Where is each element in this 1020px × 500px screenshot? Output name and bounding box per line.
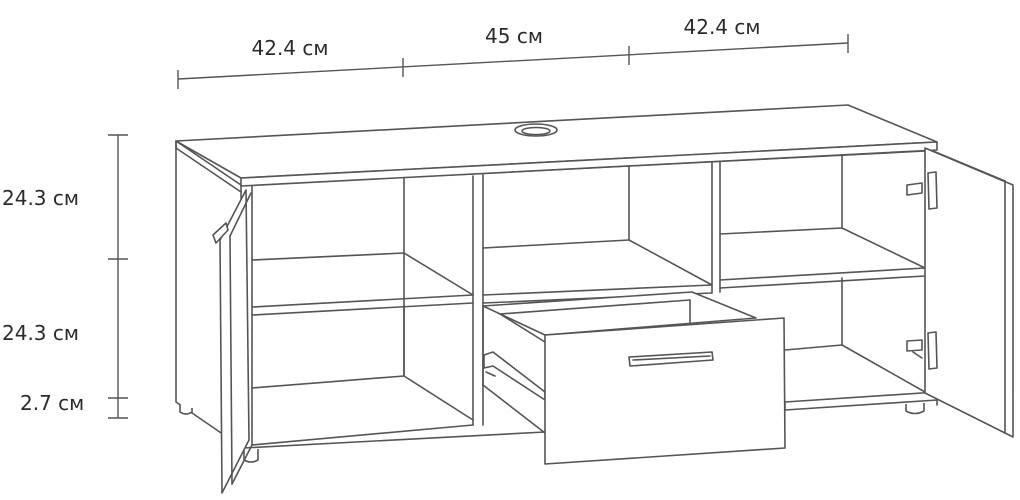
right-door <box>906 147 1014 438</box>
right-compartment <box>719 154 938 411</box>
left-door <box>212 189 253 494</box>
hinge-top-icon <box>906 182 923 196</box>
open-drawer <box>482 291 786 465</box>
foot-left-back <box>179 404 193 415</box>
width-dimension-line <box>177 34 849 89</box>
cabinet <box>175 104 1014 494</box>
width-middle-label: 45 см <box>485 24 543 48</box>
height-middle-label: 24.3 см <box>2 321 79 345</box>
drawer-handle <box>628 351 714 367</box>
foot-right <box>905 403 925 415</box>
height-top-label: 24.3 см <box>2 186 79 210</box>
drawer-front <box>544 317 786 465</box>
height-bottom-label: 2.7 см <box>20 391 84 415</box>
left-door-handle <box>212 222 229 244</box>
width-left-label: 42.4 см <box>252 36 329 60</box>
width-right-label: 42.4 см <box>684 15 761 39</box>
left-compartment <box>251 177 474 446</box>
height-dimension-line <box>108 134 128 419</box>
hinge-bottom-icon <box>906 339 923 352</box>
middle-compartment <box>482 166 713 304</box>
